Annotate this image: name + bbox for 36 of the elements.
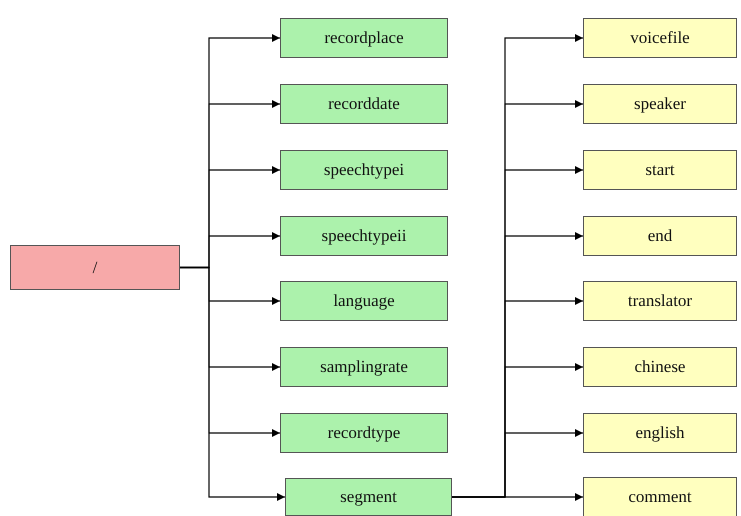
node-label: chinese	[634, 357, 686, 377]
node-label: recordplace	[324, 28, 404, 48]
node-label: speechtypei	[324, 160, 404, 180]
tree-node-box	[583, 18, 737, 58]
tree-node-box	[280, 150, 448, 190]
node-label: english	[635, 423, 685, 443]
node-label: translator	[628, 291, 692, 311]
node-label: speechtypeii	[322, 226, 406, 246]
tree-node-box	[280, 18, 448, 58]
node-label: recorddate	[328, 94, 400, 114]
tree-node-box	[280, 347, 448, 387]
node-label: speaker	[634, 94, 686, 114]
tree-node-box	[583, 216, 737, 256]
tree-node-box	[280, 84, 448, 124]
connector-arrow	[452, 493, 583, 501]
tree-node-box	[583, 150, 737, 190]
node-label: voicefile	[630, 28, 690, 48]
node-label: recordtype	[328, 423, 400, 443]
connector-arrow	[180, 266, 285, 501]
tree-node-box	[280, 281, 448, 321]
node-label: end	[648, 226, 672, 246]
tree-node-box	[285, 478, 452, 516]
node-label: /	[92, 258, 98, 278]
node-label: start	[645, 160, 675, 180]
tree-node-box	[583, 477, 737, 516]
tree-node-box	[10, 245, 180, 290]
tree-node-box	[583, 413, 737, 453]
node-label: segment	[340, 487, 397, 507]
node-label: comment	[628, 487, 692, 507]
tree-node-box	[280, 216, 448, 256]
tree-node-box	[280, 413, 448, 453]
node-label: language	[333, 291, 395, 311]
tree-node-box	[583, 281, 737, 321]
node-label: samplingrate	[320, 357, 408, 377]
tree-node-box	[583, 347, 737, 387]
tree-node-box	[583, 84, 737, 124]
